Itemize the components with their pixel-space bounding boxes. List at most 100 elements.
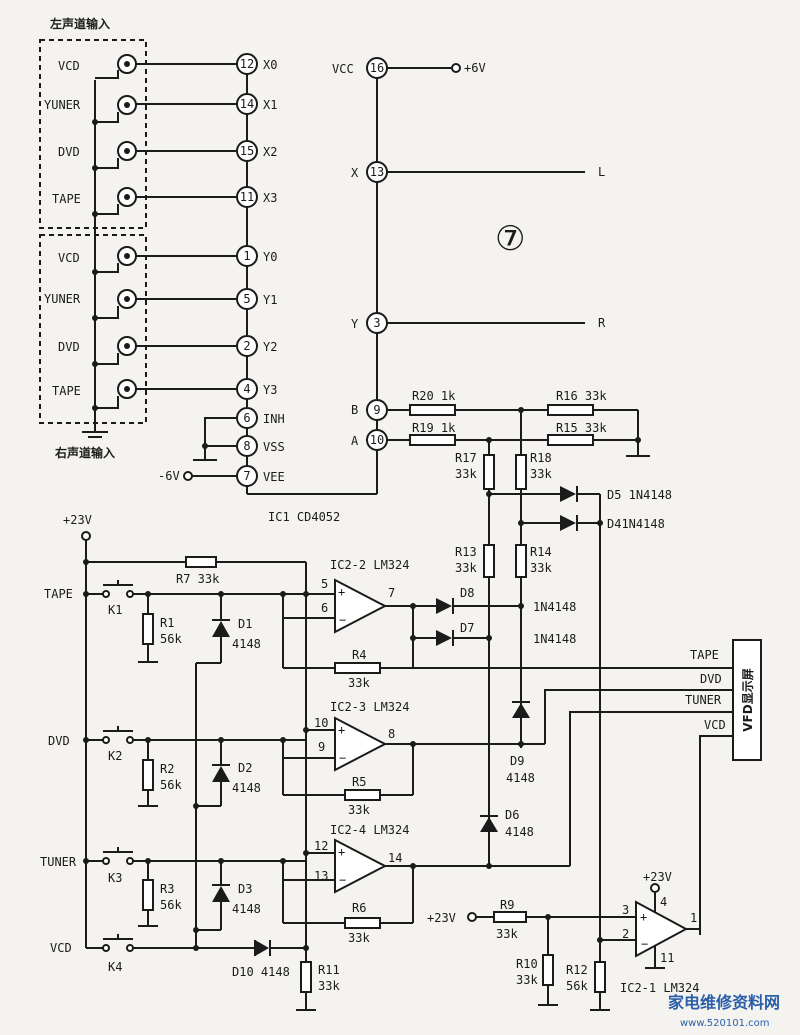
svg-text:3: 3 xyxy=(373,316,380,330)
svg-text:33k: 33k xyxy=(455,561,477,575)
svg-text:6: 6 xyxy=(321,601,328,615)
svg-text:D9: D9 xyxy=(510,754,524,768)
ic1-cd4052: IC1 CD4052 xyxy=(246,60,378,524)
svg-text:8: 8 xyxy=(243,439,250,453)
svg-text:−: − xyxy=(339,613,346,627)
svg-text:X0: X0 xyxy=(263,58,277,72)
svg-text:R20 1k: R20 1k xyxy=(412,389,456,403)
svg-text:VCC: VCC xyxy=(332,62,354,76)
svg-text:12: 12 xyxy=(240,57,254,71)
svg-text:9: 9 xyxy=(318,740,325,754)
svg-text:4148: 4148 xyxy=(232,637,261,651)
key-row-tuner[interactable]: TUNER K3 xyxy=(40,847,306,885)
svg-text:+: + xyxy=(338,845,345,859)
svg-text:K3: K3 xyxy=(108,871,122,885)
svg-text:13: 13 xyxy=(314,869,328,883)
svg-text:D5 1N4148: D5 1N4148 xyxy=(607,488,672,502)
svg-text:IC2-2 LM324: IC2-2 LM324 xyxy=(330,558,409,572)
svg-text:33k: 33k xyxy=(455,467,477,481)
svg-text:56k: 56k xyxy=(160,898,182,912)
svg-text:15: 15 xyxy=(240,144,254,158)
right-source-yuner: YUNER xyxy=(44,289,236,321)
svg-text:Y1: Y1 xyxy=(263,293,277,307)
svg-text:TUNER: TUNER xyxy=(685,693,722,707)
output-l: L xyxy=(598,165,605,179)
svg-text:IC2-3 LM324: IC2-3 LM324 xyxy=(330,700,409,714)
svg-text:R12: R12 xyxy=(566,963,588,977)
svg-text:7: 7 xyxy=(388,586,395,600)
svg-text:R10: R10 xyxy=(516,957,538,971)
svg-text:D3: D3 xyxy=(238,882,252,896)
vcc-supply: +6V xyxy=(464,61,486,75)
svg-text:33k: 33k xyxy=(318,979,340,993)
svg-text:11: 11 xyxy=(240,190,254,204)
svg-text:4: 4 xyxy=(660,895,667,909)
svg-text:+: + xyxy=(338,723,345,737)
svg-text:YUNER: YUNER xyxy=(44,292,81,306)
figure-number: ⑦ xyxy=(495,219,525,259)
svg-text:R4: R4 xyxy=(352,648,366,662)
svg-text:TAPE: TAPE xyxy=(44,587,73,601)
svg-text:−: − xyxy=(641,937,648,951)
svg-text:TAPE: TAPE xyxy=(52,192,81,206)
svg-text:R1: R1 xyxy=(160,616,174,630)
svg-text:R2: R2 xyxy=(160,762,174,776)
svg-text:33k: 33k xyxy=(530,467,552,481)
key-row-dvd[interactable]: DVD K2 xyxy=(48,726,306,763)
svg-text:D7: D7 xyxy=(460,621,474,635)
svg-text:DVD: DVD xyxy=(58,340,80,354)
key-row-vcd[interactable]: VCD K4 xyxy=(50,934,255,974)
svg-text:3: 3 xyxy=(622,903,629,917)
svg-text:13: 13 xyxy=(370,165,384,179)
svg-text:R5: R5 xyxy=(352,775,366,789)
svg-text:R17: R17 xyxy=(455,451,477,465)
ic1-label: IC1 CD4052 xyxy=(268,510,340,524)
svg-text:7: 7 xyxy=(243,469,250,483)
svg-text:2: 2 xyxy=(622,927,629,941)
svg-text:33k: 33k xyxy=(496,927,518,941)
svg-text:R13: R13 xyxy=(455,545,477,559)
svg-text:X1: X1 xyxy=(263,98,277,112)
right-source-dvd: DVD xyxy=(58,336,236,367)
svg-text:R6: R6 xyxy=(352,901,366,915)
svg-text:R11: R11 xyxy=(318,963,340,977)
svg-text:K2: K2 xyxy=(108,749,122,763)
svg-text:2: 2 xyxy=(243,339,250,353)
left-input-box xyxy=(39,39,147,229)
svg-text:5: 5 xyxy=(321,577,328,591)
svg-text:X2: X2 xyxy=(263,145,277,159)
svg-text:+23V: +23V xyxy=(643,870,672,884)
output-r: R xyxy=(598,316,606,330)
watermark: 家电维修资料网 www.520101.com xyxy=(668,993,780,1029)
svg-text:VEE: VEE xyxy=(263,470,285,484)
right-source-tape: TAPE xyxy=(52,379,236,411)
svg-text:DVD: DVD xyxy=(700,672,722,686)
svg-text:Y3: Y3 xyxy=(263,383,277,397)
svg-text:10: 10 xyxy=(370,433,384,447)
key-row-tape[interactable]: TAPE K1 xyxy=(44,580,306,617)
svg-text:INH: INH xyxy=(263,412,285,426)
svg-text:+23V: +23V xyxy=(427,911,456,925)
svg-text:X3: X3 xyxy=(263,191,277,205)
left-source-tape: TAPE xyxy=(52,187,236,217)
svg-text:1N4148: 1N4148 xyxy=(533,600,576,614)
svg-text:VCD: VCD xyxy=(58,59,80,73)
vfd-display: VFD显示屏 TAPE DVD TUNER VCD xyxy=(413,639,762,935)
svg-text:4148: 4148 xyxy=(505,825,534,839)
supply-23v-main: +23V xyxy=(63,513,92,527)
svg-text:33k: 33k xyxy=(530,561,552,575)
svg-text:TAPE: TAPE xyxy=(690,648,719,662)
svg-text:IC2-4 LM324: IC2-4 LM324 xyxy=(330,823,409,837)
svg-text:10: 10 xyxy=(314,716,328,730)
svg-text:www.520101.com: www.520101.com xyxy=(680,1018,770,1029)
svg-text:R15 33k: R15 33k xyxy=(556,421,607,435)
svg-text:9: 9 xyxy=(373,403,380,417)
